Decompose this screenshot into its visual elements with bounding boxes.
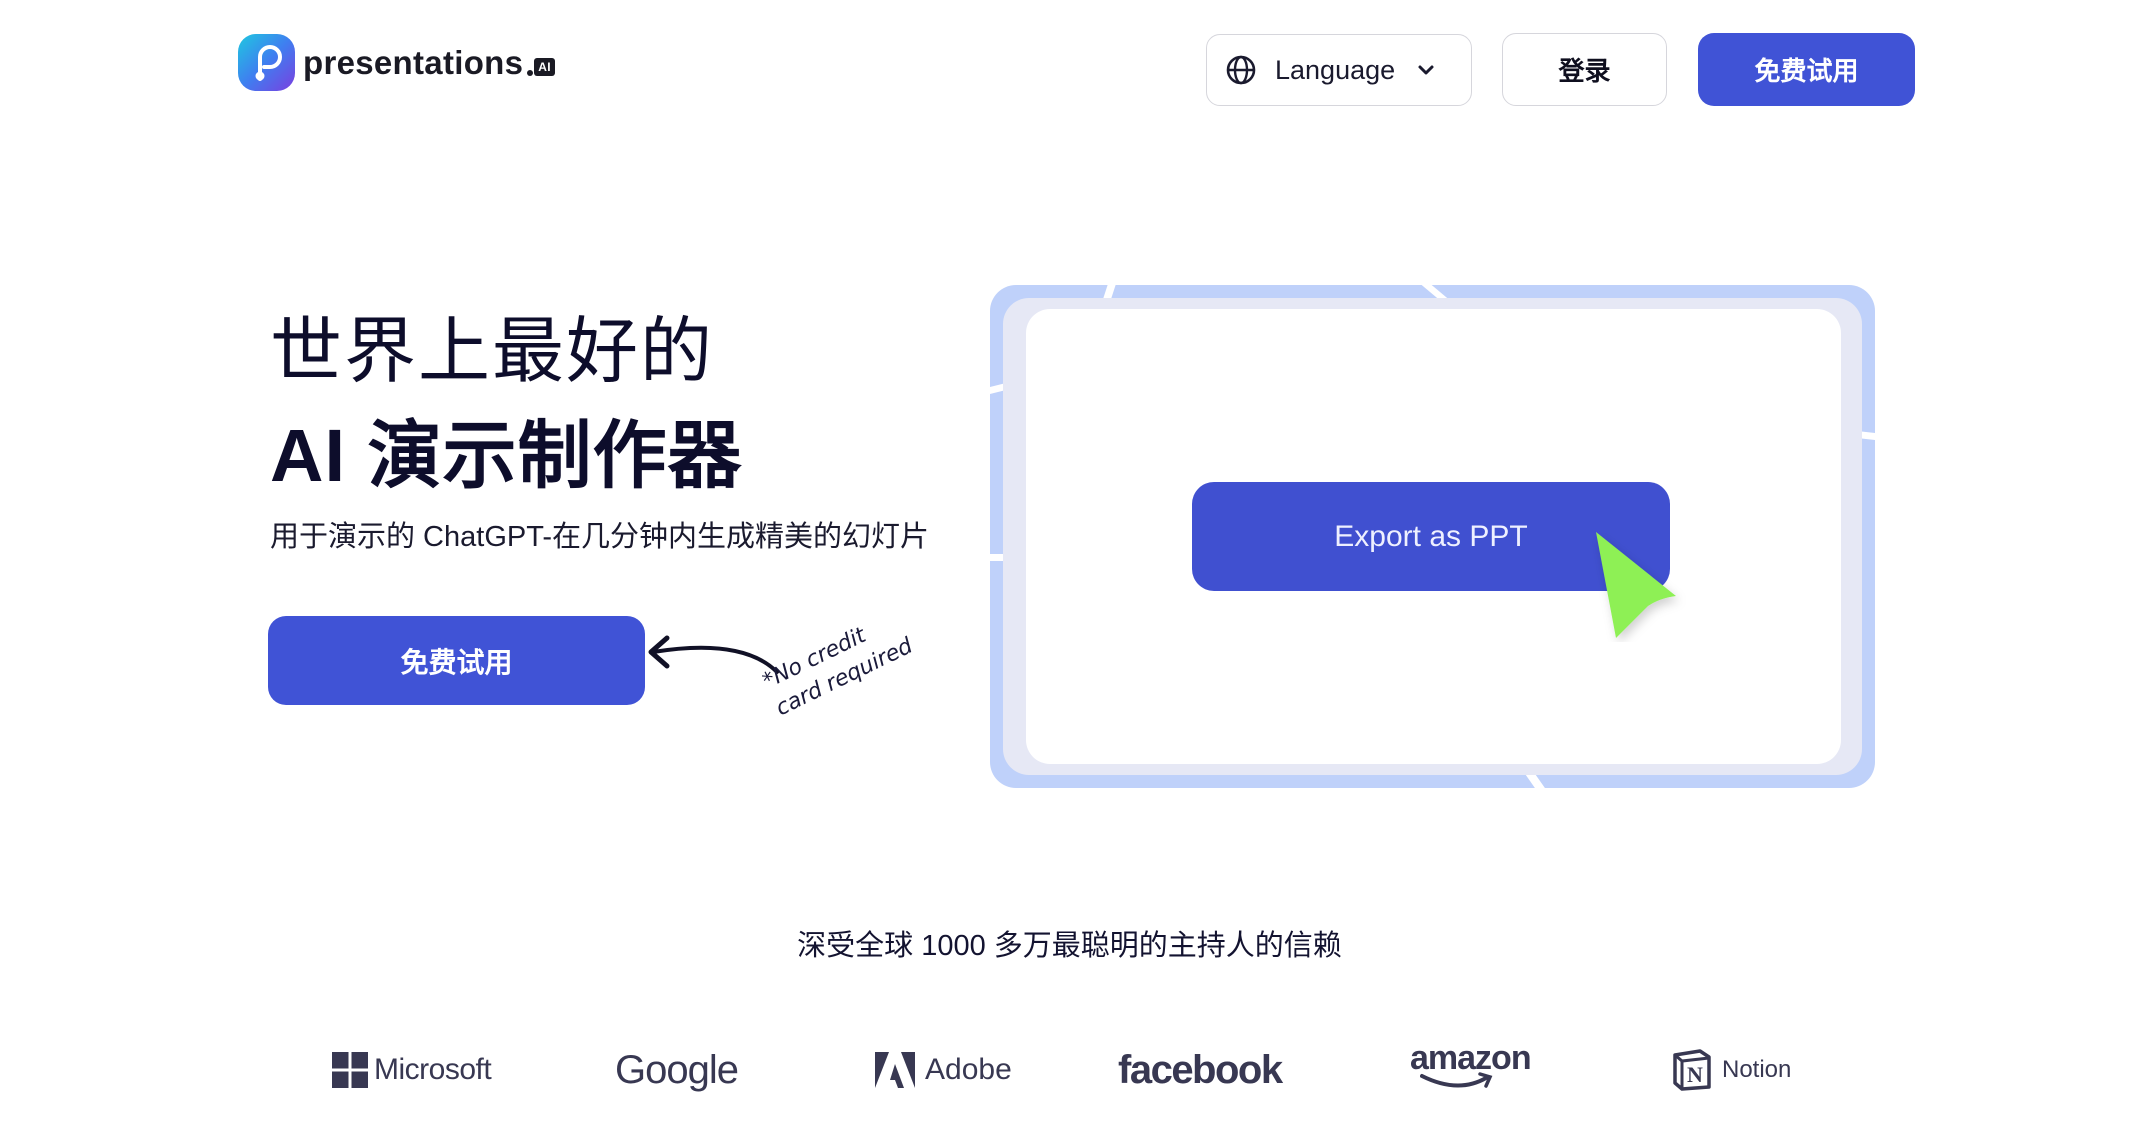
trust-headline: 深受全球 1000 多万最聪明的主持人的信赖 [797,930,1342,962]
brand-name: Microsoft [374,1053,492,1086]
no-credit-card-note: *No credit card required [758,623,917,722]
brand-name: amazon [1410,1039,1532,1077]
svg-text:N: N [1687,1062,1703,1087]
logo-badge-text: AI [534,57,555,76]
globe-icon [1226,55,1256,85]
hand-drawn-arrow-icon [648,635,779,674]
decor-streak [990,554,1008,561]
language-dropdown[interactable]: Language [1206,34,1472,106]
notion-cube-icon: N [1673,1049,1711,1091]
adobe-a-icon [875,1052,915,1088]
brand-name: Adobe [925,1053,1012,1086]
login-button[interactable]: 登录 [1502,33,1667,106]
logo-dot [527,69,534,76]
brand-facebook: facebook [1118,1040,1283,1100]
try-free-button-header[interactable]: 免费试用 [1698,33,1915,106]
brand-logo[interactable]: presentations AI [238,34,555,91]
try-free-button-hero[interactable]: 免费试用 [268,616,645,705]
hero-title-line2: AI 演示制作器 [270,414,743,497]
brand-name: facebook [1118,1047,1283,1092]
brand-google: Google [615,1040,739,1100]
cursor-pointer-icon [1596,532,1676,638]
brand-microsoft: Microsoft [332,1040,492,1100]
logo-ai-badge: AI [527,57,555,76]
hero-title-line1: 世界上最好的 [270,312,715,392]
brand-notion: N Notion [1672,1040,1791,1100]
brand-logos-row: Microsoft Google Adobe facebook amazon [0,1040,2139,1100]
brand-name: Notion [1722,1056,1792,1083]
language-label: Language [1275,54,1396,85]
amazon-smile-icon [1420,1072,1493,1088]
chevron-down-icon [1418,65,1434,75]
logo-p-icon [238,34,295,91]
logo-wordmark: presentations AI [303,44,555,82]
export-as-ppt-button[interactable]: Export as PPT [1192,482,1670,591]
hero-subtitle: 用于演示的 ChatGPT-在几分钟内生成精美的幻灯片 [270,521,929,553]
brand-amazon: amazon [1410,1039,1532,1100]
windows-grid-icon [332,1052,368,1088]
logo-text: presentations [303,43,524,81]
brand-adobe: Adobe [875,1040,1012,1100]
brand-name: Google [615,1047,739,1092]
